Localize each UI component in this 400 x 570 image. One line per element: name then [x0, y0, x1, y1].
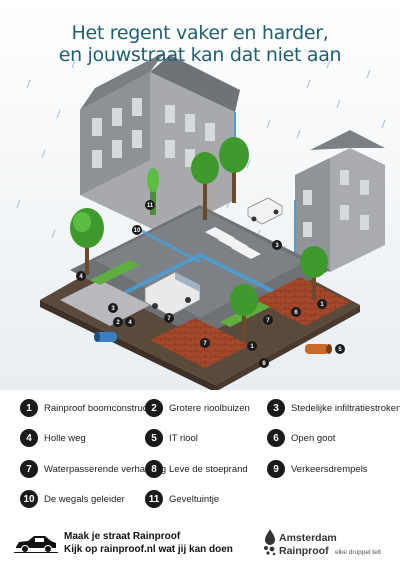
svg-text:4: 4: [128, 320, 132, 326]
brick-pavement-right: [255, 277, 350, 326]
legend-label: Open goot: [291, 432, 336, 444]
legend-label: Leve de stoeprand: [169, 463, 248, 475]
legend-label: IT riool: [169, 432, 198, 444]
legend-item: 2 Grotere rioolbuizen: [145, 398, 250, 418]
svg-text:10: 10: [134, 228, 141, 234]
svg-text:1: 1: [320, 302, 324, 308]
title-line-2: en jouwstraat kan dat niet aan: [58, 44, 342, 66]
right-building: [294, 130, 385, 272]
legend-item: 6 Open goot: [267, 428, 335, 448]
legend-number: 7: [20, 460, 38, 478]
illustration-badges: 4 2 3 4 10 11 7 7 1 8 7 3 6 1 5: [76, 200, 345, 368]
legend-number: 8: [145, 460, 163, 478]
street-illustration: 4 2 3 4 10 11 7 7 1 8 7 3 6 1 5: [0, 0, 400, 390]
legend-item: 8 Leve de stoeprand: [145, 459, 248, 479]
legend-label: Stedelijke infiltratiestroken: [291, 402, 400, 414]
title-line-1: Het regent vaker en harder,: [71, 22, 329, 44]
svg-text:1: 1: [250, 344, 254, 350]
svg-text:2: 2: [116, 320, 120, 326]
footer-line-2: Kijk op rainproof.nl wat jij kan doen: [64, 544, 233, 555]
legend-number: 6: [267, 429, 285, 447]
raindrops-logo-icon: [264, 529, 276, 556]
legend-number: 3: [267, 399, 285, 417]
trees: [70, 137, 328, 340]
legend-label: Verkeersdrempels: [291, 463, 368, 475]
legend-label: Grotere rioolbuizen: [169, 402, 250, 414]
legend-item: 7 Waterpasserende verharding: [20, 459, 166, 479]
legend-number: 5: [145, 429, 163, 447]
left-building: [80, 52, 240, 235]
car-icon: [14, 536, 58, 553]
svg-text:4: 4: [79, 274, 83, 280]
legend-item: 5 IT riool: [145, 428, 198, 448]
sewer-pipes: [94, 332, 332, 354]
svg-text:7: 7: [203, 341, 207, 347]
svg-text:3: 3: [275, 243, 279, 249]
legend-label: De wegals geleider: [44, 493, 125, 505]
legend-item: 9 Verkeersdrempels: [267, 459, 368, 479]
legend-number: 10: [20, 490, 38, 508]
legend-label: Waterpasserende verharding: [44, 463, 167, 475]
legend-number: 4: [20, 429, 38, 447]
parked-car: [247, 197, 283, 225]
logo-text-line-1: Amsterdam: [279, 532, 337, 544]
legend-item: 4 Holle weg: [20, 428, 86, 448]
legend-label: Geveltuintje: [169, 493, 220, 505]
legend-item: 11 Geveltuintje: [145, 489, 219, 509]
svg-text:7: 7: [266, 318, 270, 324]
water-gutter: [109, 252, 301, 307]
svg-text:3: 3: [111, 306, 115, 312]
logo-tagline: elke druppel telt: [335, 549, 381, 556]
legend-label: Rainproof boomconstructie: [44, 402, 158, 414]
footer-line-1: Maak je straat Rainproof: [64, 531, 181, 542]
svg-text:11: 11: [147, 203, 154, 209]
legend-number: 2: [145, 399, 163, 417]
legend-number: 9: [267, 460, 285, 478]
legend-item: 10 De wegals geleider: [20, 489, 125, 509]
legend-number: 11: [145, 490, 163, 508]
svg-text:7: 7: [167, 316, 171, 322]
legend-item: 3 Stedelijke infiltratiestroken: [267, 398, 400, 418]
logo-text-line-2: Rainproof: [279, 545, 329, 557]
svg-text:5: 5: [338, 347, 342, 353]
svg-text:8: 8: [262, 361, 266, 367]
footer: Maak je straat Rainproof Kijk op rainpro…: [0, 518, 400, 570]
van: [144, 271, 201, 317]
legend-label: Holle weg: [44, 432, 86, 444]
legend-number: 1: [20, 399, 38, 417]
legend-item: 1 Rainproof boomconstructie: [20, 398, 158, 418]
svg-text:6: 6: [294, 310, 298, 316]
